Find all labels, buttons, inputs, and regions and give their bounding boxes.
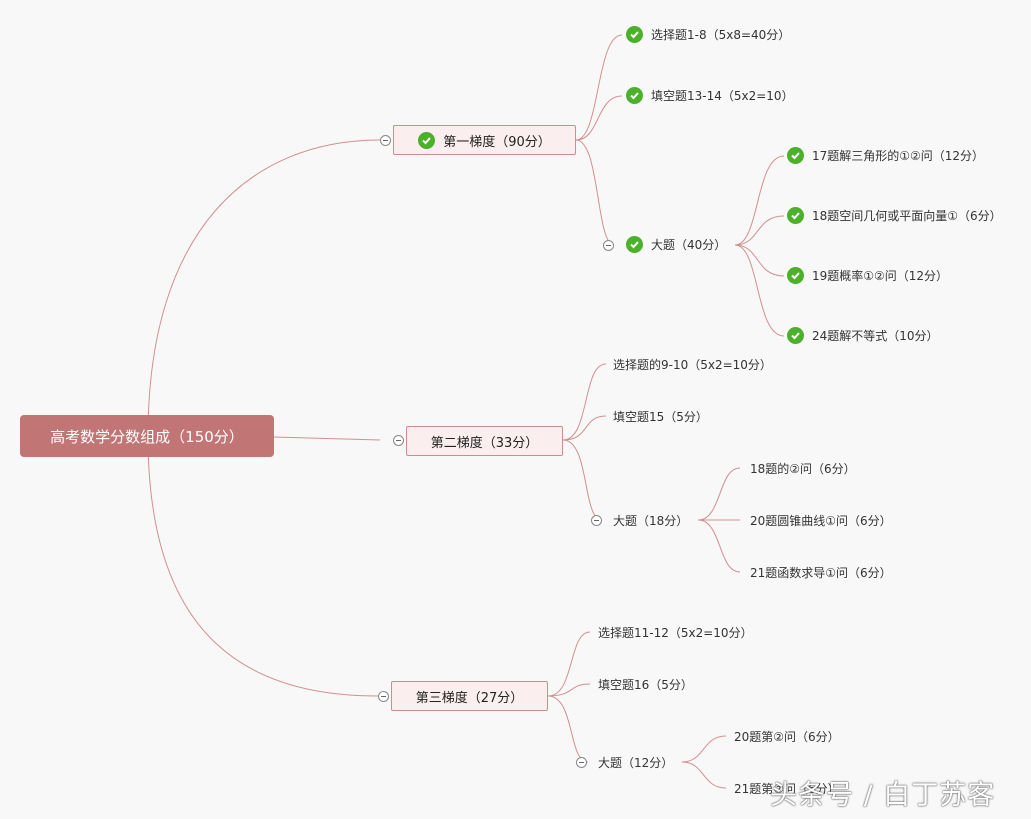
link-t2-s3 <box>697 519 741 573</box>
tier1-label: 第一梯度（90分） <box>443 134 551 150</box>
check-icon <box>787 267 804 284</box>
link-t1-i1 <box>575 34 623 141</box>
tier2-item-2[interactable]: 填空题15（5分） <box>613 408 708 425</box>
tier2-sub-2-label: 20题圆锥曲线①问（6分） <box>750 514 892 528</box>
tier2-sub-2[interactable]: 20题圆锥曲线①问（6分） <box>750 512 892 529</box>
link-t3-i3 <box>547 695 589 763</box>
tier3-label: 第三梯度（27分） <box>415 690 524 706</box>
root-node[interactable]: 高考数学分数组成（150分） <box>20 415 274 457</box>
link-t2-i3 <box>562 439 603 521</box>
tier3-item-1-label: 选择题11-12（5x2=10分） <box>598 626 753 640</box>
tier1-item-2[interactable]: 填空题13-14（5x2=10） <box>626 87 794 104</box>
tier2-sub-1-label: 18题的②问（6分） <box>750 462 856 476</box>
tier2-item-2-label: 填空题15（5分） <box>613 410 708 424</box>
tier3-item-2[interactable]: 填空题16（5分） <box>598 676 693 693</box>
tier2-sub-1[interactable]: 18题的②问（6分） <box>750 460 856 477</box>
tier1-sub-1-label: 17题解三角形的①②问（12分） <box>812 149 985 163</box>
collapse-toggle-tier1[interactable] <box>380 135 391 146</box>
tier1-item-2-label: 填空题13-14（5x2=10） <box>651 89 794 103</box>
tier2-item-1-label: 选择题的9-10（5x2=10分） <box>613 358 772 372</box>
check-icon <box>787 327 804 344</box>
tier1-sub-4[interactable]: 24题解不等式（10分） <box>787 327 939 344</box>
check-icon <box>626 236 643 253</box>
check-icon <box>626 26 643 43</box>
link-t2-i2 <box>562 415 607 441</box>
link-t1-s3 <box>734 244 785 277</box>
tier3-item-3[interactable]: 大题（12分） <box>598 754 673 771</box>
tier3-sub-1[interactable]: 20题第②问（6分） <box>734 728 840 745</box>
link-t1-s2 <box>734 215 785 246</box>
link-t2-i1 <box>562 363 607 441</box>
tier1-item-3-label: 大题（40分） <box>651 238 727 252</box>
link-t1-s4 <box>734 244 785 337</box>
tier1-sub-4-label: 24题解不等式（10分） <box>812 329 939 343</box>
link-t3-s1 <box>681 735 727 763</box>
tier1-sub-1[interactable]: 17题解三角形的①②问（12分） <box>787 147 984 164</box>
collapse-toggle-tier3[interactable] <box>378 691 389 702</box>
link-root-tier3 <box>147 435 379 697</box>
tier1-item-1[interactable]: 选择题1-8（5x8=40分） <box>626 26 790 43</box>
link-t1-i2 <box>575 95 623 141</box>
tier2-item-1[interactable]: 选择题的9-10（5x2=10分） <box>613 356 772 373</box>
tier3-item-3-label: 大题（12分） <box>598 756 674 770</box>
tier2-sub-3[interactable]: 21题函数求导①问（6分） <box>750 564 892 581</box>
tier2-label: 第二梯度（33分） <box>430 435 539 451</box>
tier3-sub-2-label: 21题第②问（6分） <box>734 782 840 796</box>
watermark: 头条号 / 白丁苏客 <box>770 780 996 811</box>
link-t3-s2 <box>681 761 727 789</box>
link-root-tier2 <box>273 436 381 441</box>
tier2-node[interactable]: 第二梯度（33分） <box>406 426 563 456</box>
collapse-toggle-tier3-big[interactable] <box>576 757 587 768</box>
tier2-item-3[interactable]: 大题（18分） <box>613 512 688 529</box>
check-icon <box>787 147 804 164</box>
tier1-item-1-label: 选择题1-8（5x8=40分） <box>651 28 791 42</box>
check-icon <box>626 87 643 104</box>
tier3-sub-2[interactable]: 21题第②问（6分） <box>734 780 840 797</box>
link-t3-i2 <box>547 683 591 697</box>
tier1-sub-2-label: 18题空间几何或平面向量①（6分） <box>812 209 1002 223</box>
tier3-item-2-label: 填空题16（5分） <box>598 678 693 692</box>
link-t2-s1 <box>697 467 741 521</box>
link-t1-s1 <box>734 155 785 246</box>
tier1-sub-3-label: 19题概率①②问（12分） <box>812 269 949 283</box>
collapse-toggle-tier2[interactable] <box>393 435 404 446</box>
tier2-sub-3-label: 21题函数求导①问（6分） <box>750 566 892 580</box>
link-root-tier1 <box>147 139 381 437</box>
check-icon <box>787 207 804 224</box>
tier3-node[interactable]: 第三梯度（27分） <box>391 681 548 711</box>
collapse-toggle-tier1-big[interactable] <box>603 240 614 251</box>
link-t1-i3 <box>575 139 615 246</box>
tier1-item-3[interactable]: 大题（40分） <box>626 236 726 253</box>
tier1-sub-3[interactable]: 19题概率①②问（12分） <box>787 267 948 284</box>
tier1-node[interactable]: 第一梯度（90分） <box>393 125 576 155</box>
tier2-item-3-label: 大题（18分） <box>613 514 689 528</box>
link-t3-i1 <box>547 631 591 697</box>
tier1-sub-2[interactable]: 18题空间几何或平面向量①（6分） <box>787 207 1002 224</box>
collapse-toggle-tier2-big[interactable] <box>591 515 602 526</box>
tier3-item-1[interactable]: 选择题11-12（5x2=10分） <box>598 624 753 641</box>
tier3-sub-1-label: 20题第②问（6分） <box>734 730 840 744</box>
check-icon <box>418 131 436 149</box>
